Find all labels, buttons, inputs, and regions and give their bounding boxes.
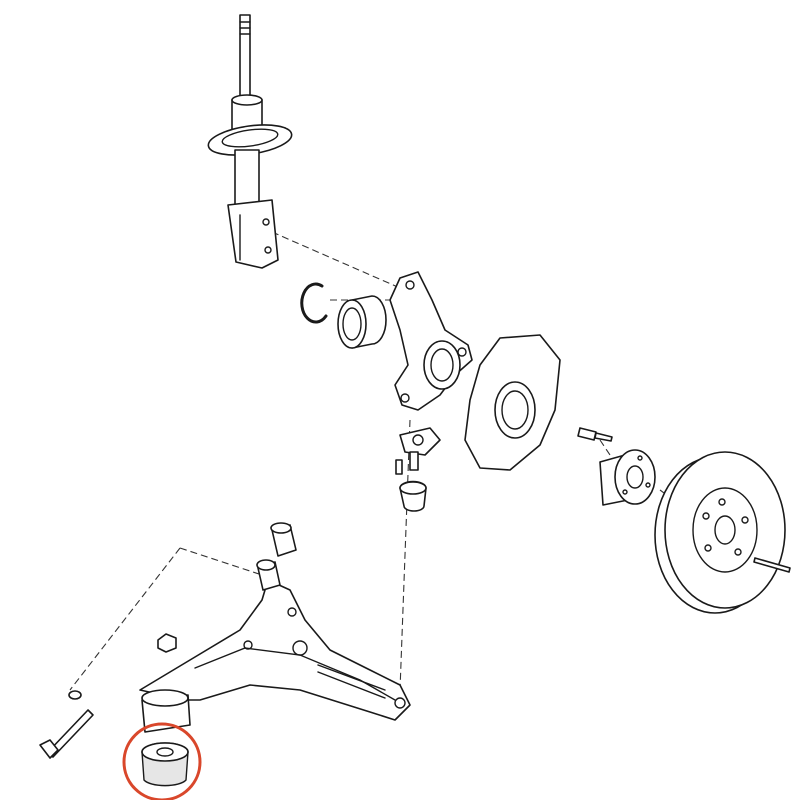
rear-bushing-highlighted[interactable]: [141, 742, 189, 787]
ball-joint-bolt: [395, 459, 403, 475]
steering-knuckle[interactable]: [389, 271, 473, 411]
hub-bolt[interactable]: [577, 427, 613, 442]
highlight-circle: [122, 722, 202, 800]
lower-control-arm[interactable]: [139, 579, 411, 721]
strut-bracket: [227, 199, 279, 269]
disc-screw[interactable]: [753, 557, 791, 573]
snap-ring[interactable]: [300, 282, 328, 324]
wheel-bearing[interactable]: [337, 295, 387, 349]
brake-disc[interactable]: [654, 451, 786, 614]
washer: [68, 690, 82, 700]
leader-lines: [69, 231, 701, 691]
arm-bolt[interactable]: [39, 690, 94, 759]
rear-bushing-installed[interactable]: [141, 689, 191, 733]
ball-joint[interactable]: [395, 427, 441, 475]
nut[interactable]: [157, 633, 177, 653]
strut-assembly[interactable]: [206, 14, 293, 269]
ball-joint-boot[interactable]: [399, 480, 427, 512]
front-bushing[interactable]: [256, 522, 297, 591]
brake-dust-shield[interactable]: [464, 334, 561, 471]
wheel-hub[interactable]: [599, 449, 656, 506]
